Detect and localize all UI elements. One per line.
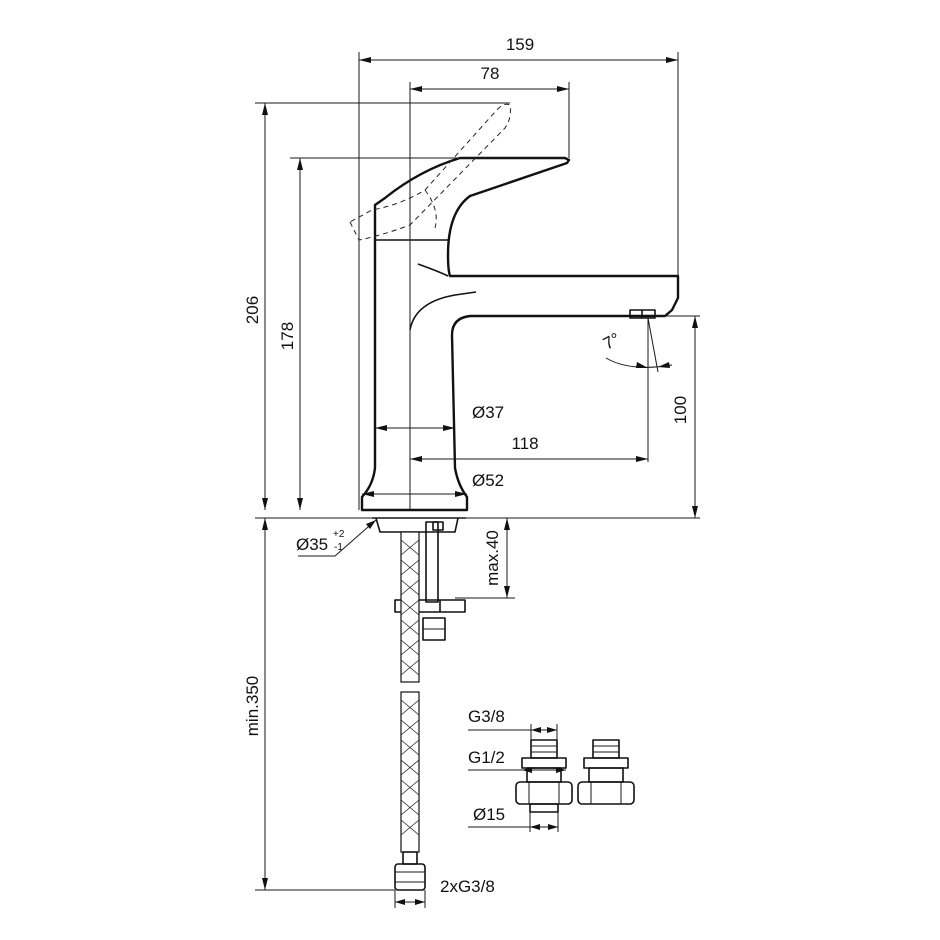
arrowhead (262, 103, 268, 115)
label-overall-length: 159 (506, 35, 534, 54)
arrowhead (557, 86, 569, 92)
label-total-height: 206 (243, 296, 262, 324)
arrowhead (548, 824, 558, 830)
arrowhead (504, 586, 510, 598)
label-pipe-diameter: Ø15 (473, 805, 505, 824)
arrowhead (443, 425, 455, 431)
label-base-diameter: Ø52 (472, 471, 504, 490)
dimension-lines (255, 52, 700, 908)
arrowhead (531, 727, 541, 733)
arrowhead (359, 57, 371, 63)
connection-fitting-left (515, 739, 573, 813)
arrowhead (692, 316, 698, 328)
label-hole-tolerance-minus: -1 (334, 542, 343, 553)
faucet-body (360, 156, 680, 512)
dimension-labels: 159 78 206 178 100 7° Ø37 118 Ø52 Ø35 +2… (243, 35, 690, 896)
arrowhead (455, 491, 467, 497)
label-lever-height: 178 (278, 322, 297, 350)
connection-fitting-right (577, 739, 635, 805)
arrowhead (692, 506, 698, 518)
arrowhead (395, 899, 405, 905)
arrowhead (636, 362, 648, 368)
arrowhead (547, 727, 557, 733)
arrowhead (410, 456, 422, 462)
label-thread-inlet: G1/2 (468, 748, 505, 767)
arrowhead (658, 362, 670, 368)
label-hole-tolerance-plus: +2 (333, 529, 345, 540)
arrowhead (556, 767, 566, 773)
label-spray-angle: 7° (600, 329, 623, 353)
arrowhead (504, 518, 510, 530)
flexible-hose (394, 531, 426, 891)
arrowhead (415, 899, 425, 905)
label-lever-reach: 78 (481, 64, 500, 83)
label-max-deck-thickness: max.40 (483, 530, 502, 586)
arrowhead (636, 456, 648, 462)
arrowhead (410, 86, 422, 92)
arrowhead (366, 520, 376, 529)
label-hose-connection: 2xG3/8 (440, 877, 495, 896)
label-hole-diameter: Ø35 (296, 535, 328, 554)
arrowhead (262, 878, 268, 890)
label-spout-projection: 118 (511, 434, 538, 453)
arrowhead (666, 57, 678, 63)
arrowhead (262, 518, 268, 530)
arrowhead (362, 491, 374, 497)
arrowhead (297, 498, 303, 510)
arrowhead (297, 158, 303, 170)
lever-open-position (349, 103, 511, 241)
arrowhead (375, 425, 387, 431)
label-thread-outlet: G3/8 (468, 707, 505, 726)
label-min-hose-length: min.350 (243, 676, 262, 736)
arrowhead (530, 824, 540, 830)
arrowhead (262, 498, 268, 510)
arrowhead (522, 767, 532, 773)
label-body-diameter: Ø37 (472, 403, 504, 422)
label-spout-clearance: 100 (671, 396, 690, 424)
